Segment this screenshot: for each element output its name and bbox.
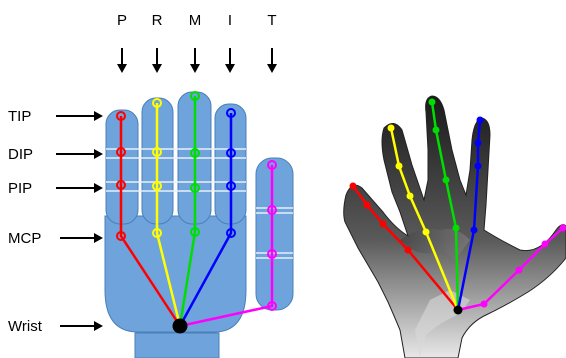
joint-index-pip <box>226 181 236 191</box>
joint-ring-dip <box>152 147 162 157</box>
forearm <box>134 332 220 358</box>
palm <box>104 215 247 333</box>
down-arrow-icon <box>117 48 127 73</box>
joint-pinky-mcp <box>116 231 126 241</box>
depth-wrist-joint <box>453 305 463 315</box>
depth-joint <box>515 266 523 274</box>
joint-pinky-tip <box>116 111 126 121</box>
joint-thumb-cmc <box>267 301 277 311</box>
joint-labels: TIP DIP PIP MCP Wrist <box>8 108 43 335</box>
depth-joint <box>406 192 414 200</box>
depth-joint <box>404 246 412 254</box>
label-index: I <box>228 12 232 29</box>
finger-labels: P R M I T <box>117 12 277 29</box>
label-wrist: Wrist <box>8 318 43 335</box>
depth-joint <box>363 201 371 209</box>
schematic-skeleton <box>119 96 274 328</box>
depth-joint <box>541 240 549 248</box>
depth-joint <box>395 162 403 170</box>
depth-joint <box>452 224 460 232</box>
wrist-joint <box>172 318 188 334</box>
joint-ring-pip <box>152 181 162 191</box>
joint-middle-pip <box>190 183 200 193</box>
depth-joint <box>442 176 450 184</box>
right-arrow-icon <box>60 321 103 331</box>
joint-pinky-dip <box>116 147 126 157</box>
down-arrow-icon <box>190 48 200 73</box>
bone-index <box>178 113 233 327</box>
joint-ring-tip <box>152 98 162 108</box>
joint-index-dip <box>226 148 236 158</box>
joint-thumb-mcp <box>267 249 277 259</box>
depth-joint <box>432 126 440 134</box>
depth-joint <box>387 124 395 132</box>
right-arrow-icon <box>56 149 103 159</box>
down-arrows <box>117 48 277 73</box>
bone-middle <box>178 96 197 327</box>
depth-joint <box>470 226 478 234</box>
depth-palm-shade <box>400 228 470 260</box>
joint-thumb-ip <box>267 205 277 215</box>
joint-pinky-pip <box>116 180 126 190</box>
down-arrow-icon <box>267 48 277 73</box>
joint-thumb-tip <box>267 160 277 170</box>
depth-joint <box>559 224 566 232</box>
schematic-joints <box>116 91 277 311</box>
depth-joint <box>480 300 488 308</box>
right-arrow-icon <box>56 111 103 121</box>
right-arrows <box>56 111 103 331</box>
joint-index-tip <box>226 108 236 118</box>
depth-joint <box>474 162 482 170</box>
label-dip: DIP <box>8 146 33 163</box>
joint-middle-tip <box>190 91 200 101</box>
depth-joint <box>422 228 430 236</box>
joint-middle-dip <box>190 148 200 158</box>
depth-joint <box>379 220 387 228</box>
depth-joint <box>476 116 484 124</box>
joint-middle-mcp <box>190 227 200 237</box>
finger-thumb <box>255 157 294 311</box>
schematic-hand <box>104 91 294 358</box>
right-arrow-icon <box>60 233 103 243</box>
depth-joint <box>474 139 482 147</box>
down-arrow-icon <box>225 48 235 73</box>
label-pinky: P <box>117 12 127 29</box>
depth-joint <box>349 182 357 190</box>
down-arrow-icon <box>152 48 162 73</box>
label-thumb: T <box>267 12 276 29</box>
label-pip: PIP <box>8 180 32 197</box>
label-tip: TIP <box>8 108 31 125</box>
joint-ring-mcp <box>152 228 162 238</box>
joint-separators <box>106 148 293 259</box>
bone-ring <box>155 103 182 327</box>
bone-thumb <box>179 165 274 328</box>
label-mcp: MCP <box>8 230 41 247</box>
label-middle: M <box>189 12 202 29</box>
joint-index-mcp <box>226 228 236 238</box>
depth-joint <box>428 98 436 106</box>
depth-joints <box>349 98 566 315</box>
right-arrow-icon <box>56 183 103 193</box>
label-ring: R <box>152 12 163 29</box>
bone-pinky <box>119 116 182 327</box>
